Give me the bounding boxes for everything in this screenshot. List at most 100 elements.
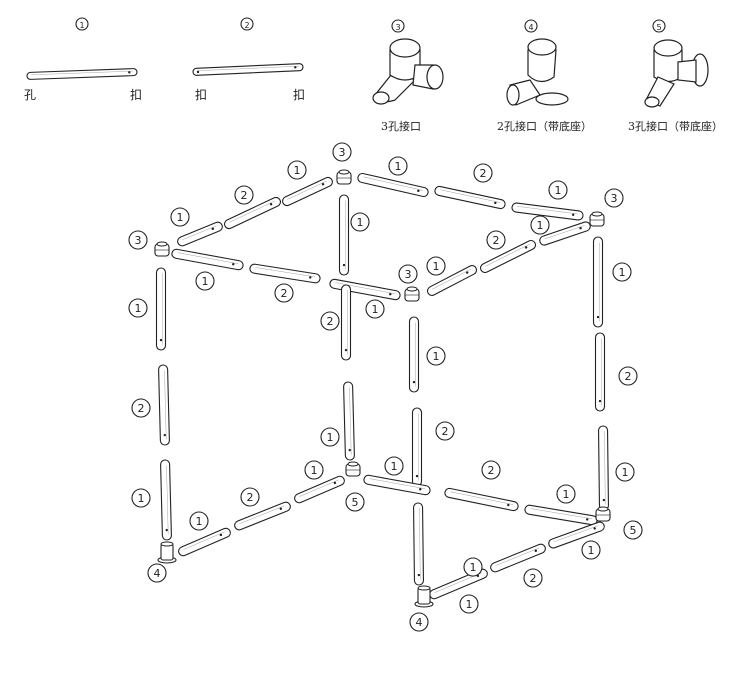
tube-highlight (440, 189, 501, 203)
tube-hole (128, 71, 131, 74)
tube (282, 176, 333, 207)
part-number-3: 3 (339, 146, 346, 159)
part-number-2: 2 (625, 370, 632, 383)
tube-highlight (432, 269, 471, 290)
part-number-1: 1 (470, 561, 477, 574)
tube-highlight (369, 478, 425, 489)
part-number-circle (384, 456, 404, 476)
part-number-5: 5 (656, 23, 661, 32)
three-hole-joint (595, 506, 611, 522)
joint-opening (406, 286, 418, 292)
upright (527, 49, 557, 83)
tube (338, 194, 350, 276)
part-number-circle (556, 484, 576, 504)
joint-opening (597, 506, 609, 512)
tube-hole (602, 498, 606, 502)
part-number-circle (618, 366, 638, 386)
frame-joints (154, 169, 611, 608)
tube (592, 236, 604, 328)
tube-hole (232, 263, 235, 266)
tube-highlight (363, 176, 424, 191)
part-number-circle (75, 17, 89, 31)
part-number-1: 1 (622, 466, 629, 479)
part-number-5: 5 (630, 524, 637, 537)
tube-body (26, 68, 138, 80)
part-number-1: 1 (588, 544, 595, 557)
base-plate (535, 92, 569, 106)
tube-hole (596, 315, 600, 319)
tube-hole (524, 246, 528, 249)
arm-opening (644, 96, 660, 108)
tube (160, 459, 172, 541)
part1-right-end-label: 扣 (130, 88, 143, 102)
part-number-circle (189, 511, 209, 531)
tube (192, 63, 304, 76)
arm-opening (426, 64, 444, 90)
tube-body (594, 332, 606, 412)
part-number-circle (304, 460, 324, 480)
tube (413, 502, 424, 586)
part-number-1: 1 (391, 460, 398, 473)
three-hole-joint (154, 241, 170, 257)
tube-body (338, 194, 350, 276)
tube-hole (321, 183, 325, 186)
three-hole-joint (589, 211, 605, 227)
tube-highlight (31, 70, 133, 75)
part-number-1: 1 (311, 464, 318, 477)
tube-hole (593, 527, 596, 530)
tube (444, 487, 519, 512)
part-number-circle (345, 492, 365, 512)
part-number-1: 1 (202, 275, 209, 288)
tube-body (234, 501, 291, 531)
tube-hole (309, 276, 312, 279)
tube-hole (389, 292, 392, 296)
tube (155, 267, 167, 351)
tube-body (413, 502, 424, 586)
arm-opening (506, 84, 520, 106)
part-number-1: 1 (327, 431, 334, 444)
tube (329, 278, 401, 301)
tube-hole (344, 348, 348, 352)
part-number-circle (524, 19, 538, 33)
upright-opening (527, 38, 557, 56)
tube-hole (507, 503, 510, 507)
tube-highlight (182, 225, 217, 240)
tube-hole (211, 227, 215, 230)
tube-body (171, 248, 244, 271)
tube-highlight (553, 525, 599, 543)
tube-highlight (604, 431, 606, 505)
tube (511, 202, 584, 221)
tube-highlight (177, 252, 238, 264)
legend-3-hole-base-joint (644, 39, 709, 108)
tube-body (426, 265, 478, 296)
part-number-circle (652, 19, 666, 33)
tube-body (224, 196, 281, 230)
part-number-circle (426, 256, 446, 276)
part2-right-end-label: 扣 (293, 88, 306, 102)
tube-hole (579, 226, 582, 230)
tube-highlight (485, 244, 530, 267)
part-number-1: 1 (466, 598, 473, 611)
legend-3-hole-joint (372, 38, 444, 105)
tube-body (511, 202, 584, 221)
part-number-2: 2 (241, 189, 248, 202)
part1-left-end-label: 孔 (24, 88, 37, 102)
tube (490, 543, 546, 573)
tube (224, 196, 281, 230)
part-number-2: 2 (493, 234, 500, 247)
tube-hole (494, 201, 497, 205)
part-number-circle (332, 142, 352, 162)
tube-highlight (517, 206, 578, 215)
part-number-1: 1 (555, 184, 562, 197)
arm (677, 59, 697, 83)
tube-hole (417, 573, 421, 577)
part-number-circle (435, 421, 455, 441)
tube-highlight (530, 508, 592, 519)
part-number-2: 2 (244, 21, 249, 30)
tube-hole (279, 507, 283, 510)
tube (249, 263, 321, 284)
tube-body (490, 543, 546, 573)
tube-hole (159, 338, 163, 342)
tube-hole (415, 474, 419, 478)
part-number-circle (365, 299, 385, 319)
